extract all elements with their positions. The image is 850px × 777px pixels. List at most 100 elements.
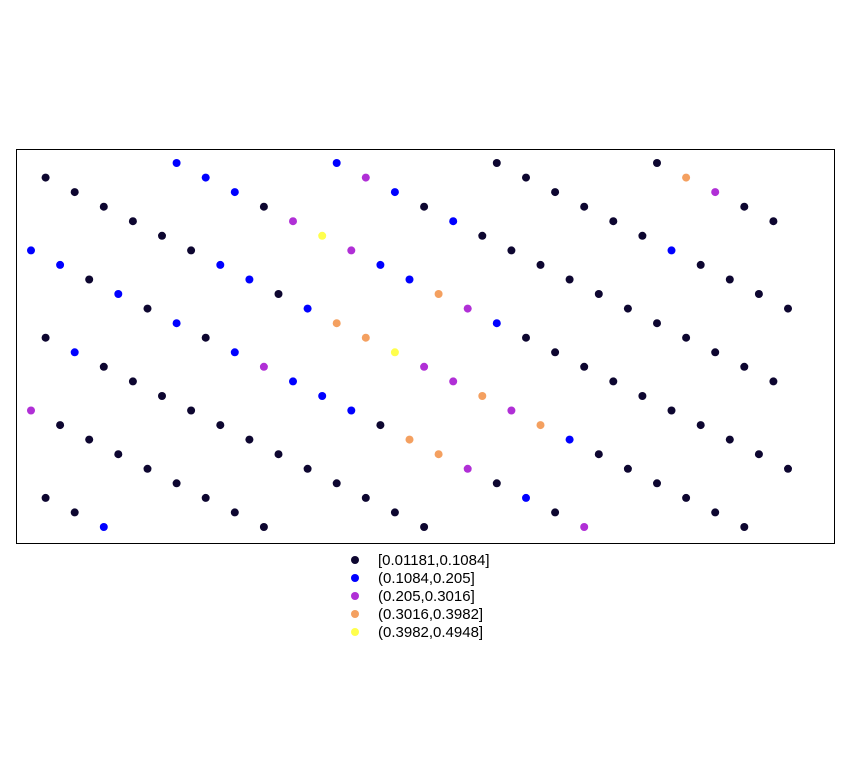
data-point (99, 202, 108, 211)
legend-marker (351, 574, 359, 582)
data-point (318, 392, 327, 400)
data-point (361, 333, 370, 342)
legend-marker (351, 592, 359, 600)
data-point (725, 435, 734, 444)
data-point (434, 290, 443, 298)
data-point (536, 421, 545, 430)
data-point (565, 435, 574, 444)
data-point (114, 290, 123, 298)
data-point (405, 435, 414, 444)
data-point (376, 260, 385, 269)
data-point (696, 260, 705, 269)
data-point (289, 377, 297, 386)
data-point (99, 362, 108, 371)
data-point (41, 333, 50, 342)
data-point (623, 464, 632, 473)
data-point (99, 523, 108, 531)
data-point (565, 275, 574, 284)
data-point (230, 348, 239, 357)
data-point (259, 202, 268, 211)
data-point (580, 202, 589, 211)
data-point (594, 290, 603, 298)
data-point (711, 508, 720, 517)
data-point (230, 188, 239, 197)
data-point (128, 217, 137, 226)
data-point (420, 362, 429, 371)
data-point (463, 304, 472, 313)
data-point (740, 362, 749, 371)
data-point (347, 246, 356, 255)
data-point (143, 464, 152, 473)
data-point (522, 173, 530, 182)
data-point (390, 348, 399, 357)
data-point (187, 246, 196, 255)
data-point (361, 493, 370, 502)
data-point (492, 159, 501, 167)
data-point (551, 188, 560, 197)
data-point (245, 435, 254, 444)
data-point (201, 333, 210, 342)
data-point (682, 173, 691, 182)
data-point (201, 493, 210, 502)
data-point (522, 493, 530, 502)
data-point (85, 275, 94, 284)
data-point (522, 333, 530, 342)
data-point (347, 406, 356, 415)
data-point (41, 173, 50, 182)
data-point (376, 421, 385, 430)
data-point (245, 275, 254, 284)
data-point (289, 217, 297, 226)
data-point (56, 421, 65, 430)
data-point (332, 159, 341, 167)
data-point (332, 319, 341, 328)
data-point (551, 348, 560, 357)
data-point (332, 479, 341, 488)
data-point (70, 348, 79, 357)
data-point (128, 377, 137, 386)
legend-marker (351, 556, 359, 564)
data-point (201, 173, 210, 182)
data-point (463, 464, 472, 473)
data-point (609, 377, 618, 386)
data-point (172, 319, 181, 328)
data-point (187, 406, 196, 415)
data-point (580, 523, 589, 531)
data-point (580, 362, 589, 371)
data-point (420, 202, 429, 211)
data-point (434, 450, 443, 459)
data-point (41, 493, 50, 502)
data-point (696, 421, 705, 430)
data-point (653, 479, 661, 488)
data-point (27, 406, 35, 415)
data-point (172, 159, 181, 167)
data-point (274, 290, 283, 298)
data-point (725, 275, 734, 284)
data-point (318, 231, 327, 240)
data-point (682, 493, 691, 502)
data-point (478, 392, 487, 400)
data-point (303, 304, 312, 313)
data-point (230, 508, 239, 517)
legend-marker (351, 610, 359, 618)
data-point (216, 421, 225, 430)
data-point (623, 304, 632, 313)
data-point (769, 217, 778, 226)
data-point (667, 406, 676, 415)
data-point (784, 464, 792, 473)
data-point (303, 464, 312, 473)
data-point (390, 188, 399, 197)
data-point (158, 392, 166, 400)
data-point (638, 392, 647, 400)
data-point (754, 450, 763, 459)
data-point (653, 159, 661, 167)
data-point (56, 260, 65, 269)
data-point (158, 231, 166, 240)
data-point (27, 246, 35, 255)
data-point (594, 450, 603, 459)
data-point (638, 231, 647, 240)
data-point (449, 377, 458, 386)
data-point (667, 246, 676, 255)
points-layer (27, 159, 792, 531)
legend-label: (0.1084,0.205] (378, 570, 475, 587)
